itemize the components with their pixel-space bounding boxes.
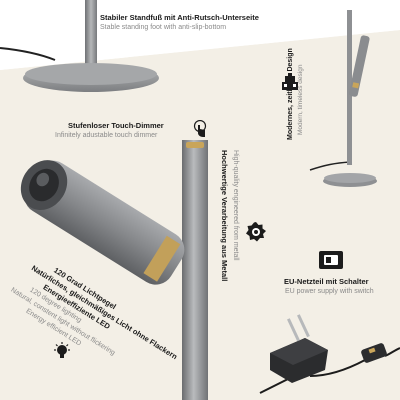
touch-icon: [193, 120, 207, 137]
lightbulb-icon: [54, 342, 70, 358]
lamp-full-image: [309, 10, 377, 187]
quality-title-en: High-quality engineered from metall: [232, 150, 239, 261]
power-supply-image: [259, 314, 400, 394]
foot-title-en: Stable standing foot with anti-slip-bott…: [100, 24, 227, 31]
power-title-de: EU-Netzteil mit Schalter: [284, 277, 369, 286]
dimmer-title-en: Infinitely adustable touch dimmer: [55, 132, 158, 139]
quality-title-de: Hochwertige Verarbeitung aus Metall: [220, 150, 229, 282]
foot-title-de: Stabiler Standfuß mit Anti-Rutsch-Unters…: [100, 13, 259, 22]
design-icon: [282, 73, 298, 90]
dimmer-title-de: Stufenloser Touch-Dimmer: [68, 121, 164, 130]
design-title-de: Modernes, zeitloses Design: [287, 48, 294, 140]
light-feature-block: 120 Grad Lichtpegel Natürliches, gleichm…: [0, 255, 200, 361]
switch-icon: [319, 251, 343, 269]
lamp-closeup-image: [20, 140, 208, 400]
lamp-foot-image: [0, 0, 159, 92]
power-title-en: EU power supply with switch: [285, 288, 374, 295]
quality-badge-icon: [246, 222, 266, 242]
quality-label: Hochwertige Verarbeitung aus Metall High…: [212, 150, 248, 310]
